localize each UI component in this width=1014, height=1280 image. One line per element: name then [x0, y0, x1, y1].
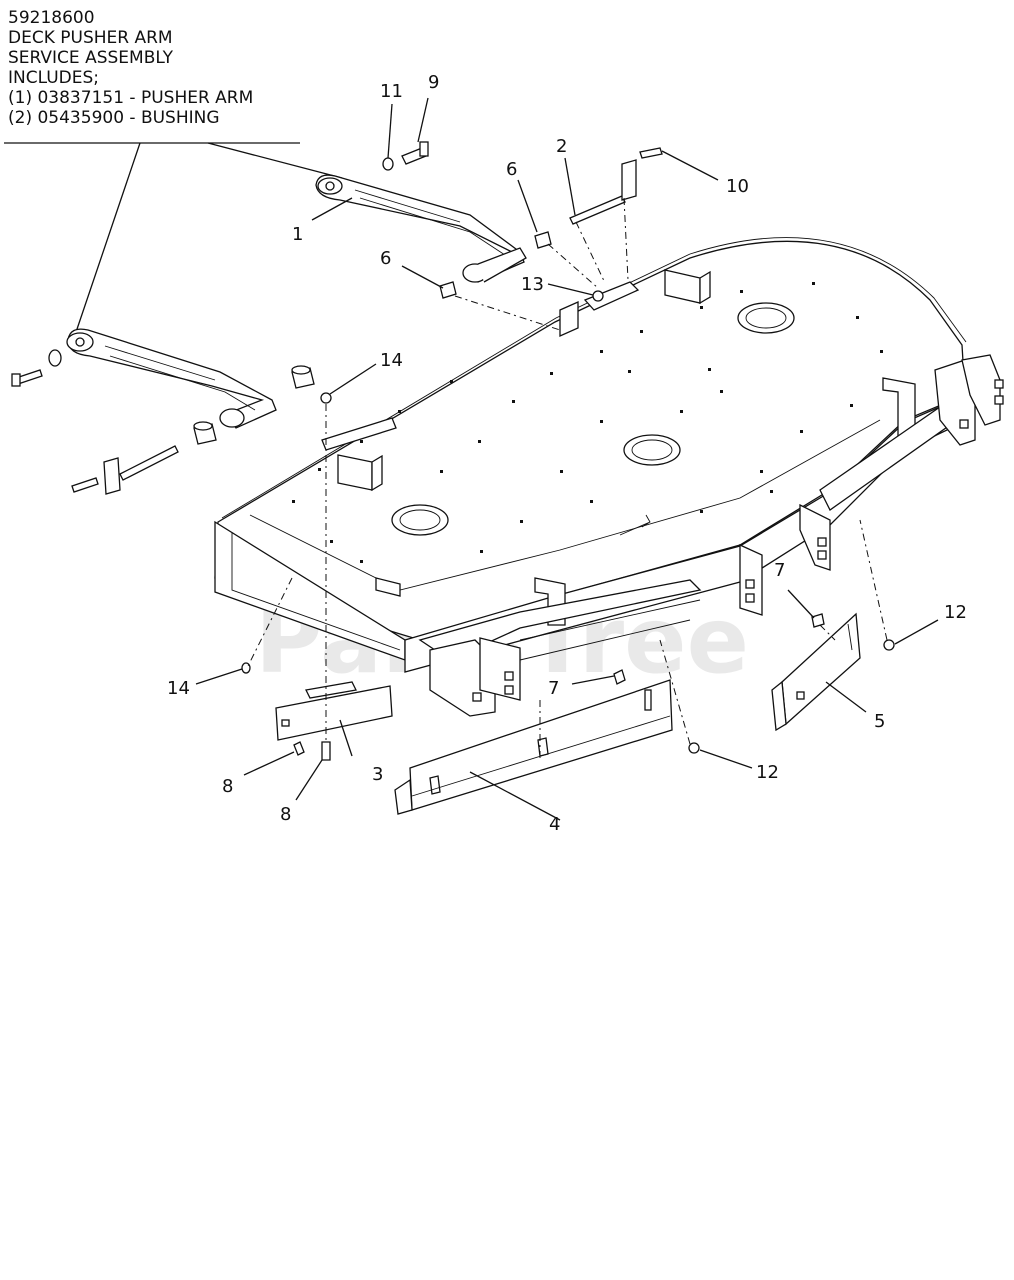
- note-line: INCLUDES;: [8, 68, 100, 88]
- callout-11: 11: [380, 81, 403, 102]
- front-roller-arm-left: [418, 579, 702, 717]
- callout-12a: 12: [944, 602, 967, 623]
- baffle-item-5: [771, 612, 861, 732]
- note-leaders: [4, 142, 343, 339]
- assembly-note: 59218600 DECK PUSHER ARM SERVICE ASSEMBL…: [8, 8, 253, 128]
- note-line: DECK PUSHER ARM: [8, 28, 173, 48]
- callout-8a: 8: [222, 776, 233, 797]
- front-roller-arm-right: [739, 354, 1004, 616]
- callout-14a: 14: [380, 350, 403, 371]
- note-line: (1) 03837151 - PUSHER ARM: [8, 88, 254, 108]
- pivot-pin: [119, 445, 179, 481]
- callout-9: 9: [428, 72, 439, 93]
- bolt: [321, 741, 331, 761]
- bolt: [71, 477, 99, 493]
- note-line: 59218600: [8, 8, 95, 28]
- nut: [883, 639, 895, 651]
- callout-5: 5: [874, 711, 885, 732]
- note-line: SERVICE ASSEMBLY: [8, 48, 173, 68]
- callout-6a: 6: [506, 159, 517, 180]
- callouts: 1 2 3 4 5 6 6 7 7 8 8 9 10 11 12 12 13 1…: [167, 72, 967, 835]
- nut: [592, 290, 604, 302]
- bushing: [439, 281, 457, 299]
- small-fasteners: [241, 613, 895, 761]
- leader-lines: [195, 97, 939, 821]
- deck-brackets: [321, 269, 916, 626]
- callout-6b: 6: [380, 248, 391, 269]
- baffle-item-4: [394, 679, 673, 815]
- callout-10: 10: [726, 176, 749, 197]
- pivot-pin: [569, 195, 626, 225]
- callout-7a: 7: [774, 560, 785, 581]
- callout-7b: 7: [548, 678, 559, 699]
- baffle-item-3: [275, 681, 393, 741]
- callout-14b: 14: [167, 678, 190, 699]
- washer: [48, 349, 62, 367]
- bushing: [534, 231, 552, 249]
- bolt: [811, 613, 825, 628]
- callout-8b: 8: [280, 804, 291, 825]
- bolt: [613, 669, 626, 685]
- bolt: [639, 147, 663, 159]
- deck-holes: [292, 282, 883, 563]
- hardware: [320, 141, 663, 404]
- callout-4: 4: [549, 814, 560, 835]
- pusher-arm-exploded: [11, 328, 315, 495]
- pusher-arm-installed: [315, 174, 527, 283]
- callout-12b: 12: [756, 762, 779, 783]
- nut: [688, 742, 700, 754]
- callout-13: 13: [521, 274, 544, 295]
- nut: [320, 392, 332, 404]
- assembly-lines: [247, 197, 888, 760]
- callout-1: 1: [292, 224, 303, 245]
- bolt: [293, 741, 305, 756]
- washer: [382, 157, 394, 171]
- note-line: (2) 05435900 - BUSHING: [8, 108, 220, 128]
- callout-2: 2: [556, 136, 567, 157]
- callout-3: 3: [372, 764, 383, 785]
